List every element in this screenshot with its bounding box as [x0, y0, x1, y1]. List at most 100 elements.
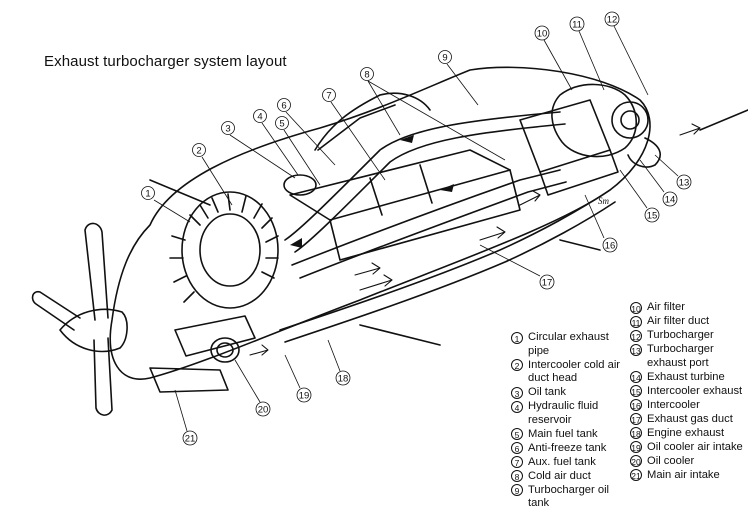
- legend-number-badge: 8: [511, 470, 523, 482]
- legend-number-badge: 1: [511, 331, 523, 344]
- legend-item: 5 Main fuel tank: [511, 428, 629, 442]
- legend-number: 7: [511, 456, 528, 468]
- legend-item: 15 Intercooler exhaust: [630, 385, 746, 399]
- legend-label: Hydraulic fluid reservoir: [528, 400, 599, 426]
- callout-11: 11: [569, 16, 605, 91]
- artist-signature: Sm: [598, 196, 610, 206]
- callout-8: 8: [360, 67, 506, 161]
- legend-number: 17: [630, 413, 647, 425]
- cold-air-duct-lower: [291, 169, 561, 266]
- callout-9: 9: [438, 50, 479, 106]
- legend-label: Intercooler exhaust: [647, 384, 743, 397]
- legend-label: Turbocharger oil tank: [528, 483, 610, 510]
- legend-label: Main fuel tank: [528, 427, 598, 440]
- legend-label: Circular exhaust pipe: [528, 331, 609, 357]
- callout-5: 5: [275, 116, 321, 186]
- callout-6: 6: [277, 98, 336, 166]
- legend-number: 1: [511, 331, 528, 344]
- legend-number-badge: 21: [630, 469, 642, 481]
- legend-number-badge: 9: [511, 484, 523, 496]
- oil-cooler: [210, 337, 240, 363]
- callout-18: 18: [327, 339, 351, 386]
- legend-number-badge: 4: [511, 400, 523, 413]
- legend-label: Main air intake: [647, 468, 720, 481]
- legend-label: Oil cooler air intake: [647, 440, 743, 453]
- callout-15: 15: [619, 169, 660, 223]
- callout-14: 14: [639, 159, 678, 207]
- svg-text:21: 21: [185, 434, 196, 445]
- svg-text:20: 20: [258, 405, 269, 416]
- callout-7: 7: [322, 88, 386, 181]
- legend-number: 3: [511, 386, 528, 399]
- svg-text:19: 19: [299, 391, 310, 402]
- svg-text:2: 2: [196, 146, 201, 157]
- legend-number: 19: [630, 441, 647, 453]
- svg-text:6: 6: [281, 101, 286, 112]
- legend-number: 16: [630, 399, 647, 411]
- legend-item: 8 Cold air duct: [511, 470, 629, 484]
- legend-number-badge: 5: [511, 428, 523, 440]
- legend-item: 4 Hydraulic fluid reservoir: [511, 400, 629, 427]
- cold-air-duct-upper: [284, 111, 561, 241]
- propeller-blade: [84, 222, 109, 321]
- svg-text:8: 8: [364, 70, 369, 81]
- svg-text:9: 9: [442, 53, 447, 64]
- svg-text:1: 1: [145, 189, 150, 200]
- oil-tank: [283, 174, 317, 196]
- svg-text:11: 11: [572, 20, 582, 31]
- legend-label: Oil tank: [528, 386, 566, 398]
- legend-number: 10: [630, 301, 647, 314]
- legend-number-badge: 7: [511, 456, 523, 468]
- callout-20: 20: [234, 359, 271, 417]
- legend-number-badge: 19: [630, 441, 642, 453]
- svg-text:13: 13: [679, 178, 690, 189]
- legend-label: Air filter: [647, 301, 685, 313]
- callout-1: 1: [141, 186, 191, 223]
- legend-item: 6 Anti-freeze tank: [511, 442, 629, 456]
- legend-number: 18: [630, 427, 647, 439]
- legend-number-badge: 10: [630, 301, 642, 314]
- svg-text:10: 10: [537, 29, 548, 40]
- legend-number: 15: [630, 385, 647, 397]
- callout-17: 17: [479, 244, 555, 290]
- callout-19: 19: [284, 354, 312, 403]
- legend-label: Intercooler cold air duct head: [528, 358, 621, 385]
- legend-label: Aux. fuel tank: [528, 455, 596, 468]
- svg-text:3: 3: [225, 124, 230, 135]
- spinner: [59, 308, 128, 353]
- fuel-tank-block: [289, 149, 511, 221]
- legend-number: 9: [511, 484, 528, 496]
- legend-number-badge: 6: [511, 442, 523, 454]
- callout-10: 10: [534, 25, 573, 91]
- callout-2: 2: [192, 143, 233, 206]
- svg-text:12: 12: [607, 15, 618, 26]
- callout-12: 12: [604, 11, 649, 96]
- legend-number: 14: [630, 371, 647, 383]
- legend-number-badge: 14: [630, 371, 642, 383]
- svg-text:17: 17: [542, 278, 553, 289]
- intercooler: [519, 99, 611, 173]
- legend-label: Turbocharger exhaust port: [647, 343, 714, 369]
- legend-item: 19 Oil cooler air intake: [630, 441, 746, 455]
- diagram-title: Exhaust turbocharger system layout: [44, 53, 287, 70]
- legend-label: Engine exhaust: [647, 426, 725, 439]
- callout-16: 16: [584, 194, 618, 253]
- legend-item: 9 Turbocharger oil tank: [511, 484, 629, 511]
- legend-label: Anti-freeze tank: [528, 441, 607, 454]
- legend-label: Air filter duct: [647, 315, 710, 327]
- legend-label: Turbocharger: [647, 329, 714, 341]
- legend-number-badge: 15: [630, 385, 642, 397]
- svg-text:15: 15: [647, 211, 658, 222]
- legend-number: 13: [630, 343, 647, 356]
- callout-3: 3: [221, 121, 296, 179]
- legend-label: Exhaust turbine: [647, 370, 725, 383]
- legend-number-badge: 20: [630, 455, 642, 467]
- legend-label: Cold air duct: [528, 469, 591, 482]
- legend-number: 6: [511, 442, 528, 454]
